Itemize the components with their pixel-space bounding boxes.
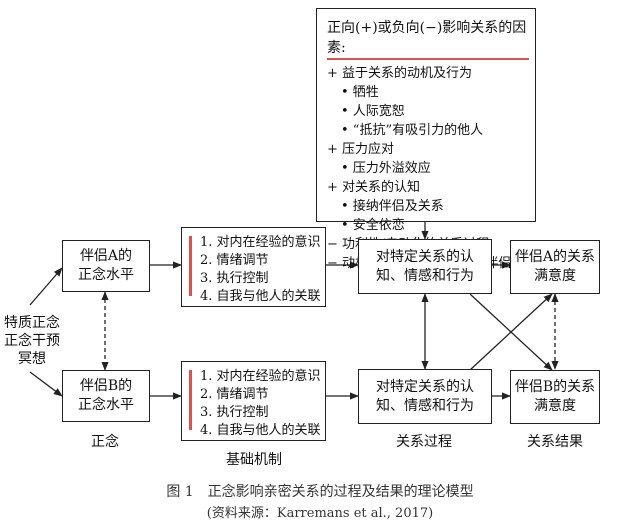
section-label-outcome: 关系结果	[527, 434, 583, 450]
factor-item: + 益于关系的动机及行为	[327, 66, 473, 81]
section-label-process: 关系过程	[396, 434, 452, 450]
partner-b-mindfulness-box: 伴侣B的 正念水平	[62, 370, 150, 422]
figure-source: (资料来源：Karremans et al., 2017)	[206, 506, 434, 521]
factor-item: + 压力应对	[327, 142, 395, 157]
figure-caption: 图 1 正念影响亲密关系的过程及结果的理论模型	[166, 484, 474, 500]
outcome-box-b: 伴侣B的关系 满意度	[510, 370, 600, 424]
partner-a-mindfulness-box: 伴侣A的 正念水平	[62, 240, 150, 292]
factor-item: • 接纳伴侣及关系	[341, 199, 444, 214]
factor-item: + 对关系的认知	[327, 180, 421, 195]
arrow-intervention-to-a	[29, 267, 63, 306]
accent-bar	[189, 236, 192, 296]
section-label-mechanisms: 基础机制	[226, 452, 282, 468]
factor-item: • “抵抗”有吸引力的他人	[341, 123, 484, 138]
process-box-b: 对特定关系的认 知、情感和行为	[358, 369, 492, 424]
factor-item: • 压力外溢效应	[341, 161, 431, 176]
mechanisms-box-a: 1. 对内在经验的意识 2. 情绪调节 3. 执行控制 4. 自我与他人的关联	[181, 227, 326, 307]
process-box-a: 对特定关系的认 知、情感和行为	[358, 239, 492, 294]
factor-item: • 牺牲	[341, 85, 379, 100]
arrow-process-b-to-outcome-a	[469, 293, 553, 371]
outcome-box-a: 伴侣A的关系 满意度	[510, 240, 600, 294]
factor-item: • 人际宽恕	[341, 104, 405, 119]
accent-bar	[189, 370, 192, 430]
factor-item: • 安全依恋	[341, 218, 405, 233]
intervention-label: 特质正念 正念干预 冥想	[4, 315, 60, 367]
factors-box: 正向(+)或负向(−)影响关系的因素: + 益于关系的动机及行为 • 牺牲 • …	[316, 8, 536, 271]
factors-title: 正向(+)或负向(−)影响关系的因素:	[327, 17, 529, 60]
mechanisms-box-b: 1. 对内在经验的意识 2. 情绪调节 3. 执行控制 4. 自我与他人的关联	[181, 361, 326, 441]
arrow-intervention-to-b	[29, 371, 63, 397]
section-label-mindfulness: 正念	[91, 434, 119, 450]
